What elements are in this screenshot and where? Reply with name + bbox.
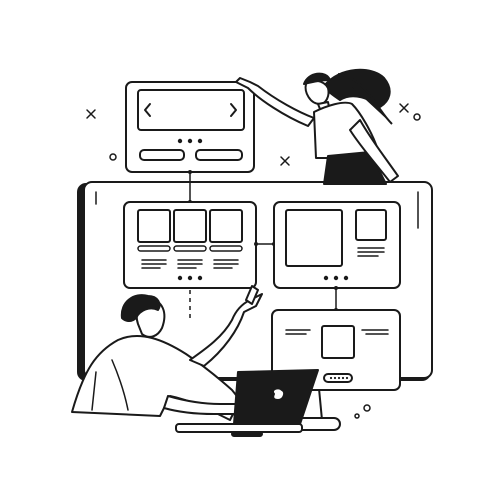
gallery-card bbox=[123, 201, 257, 289]
man-hair bbox=[120, 294, 161, 322]
man-figure bbox=[71, 285, 263, 421]
woman-figure bbox=[235, 68, 399, 185]
gallery-thumb-2 bbox=[173, 209, 207, 243]
gallery-caption-3 bbox=[209, 245, 243, 252]
profile-text-left bbox=[285, 329, 311, 335]
gallery-thumb-1 bbox=[137, 209, 171, 243]
slider-card bbox=[125, 81, 255, 173]
slider-image bbox=[137, 89, 245, 131]
man-raised-arm bbox=[189, 293, 263, 367]
man-shirt-fold-2 bbox=[91, 371, 97, 411]
profile-text-right bbox=[361, 329, 389, 335]
gallery-text-lines bbox=[141, 259, 239, 269]
laptop bbox=[175, 369, 319, 433]
content-thumb bbox=[355, 209, 387, 241]
dots-icon bbox=[177, 138, 203, 144]
woman-face bbox=[304, 79, 330, 105]
dots-icon bbox=[323, 275, 349, 281]
slider-button-left bbox=[139, 149, 185, 161]
apple-logo-icon bbox=[272, 387, 286, 401]
profile-image bbox=[321, 325, 355, 359]
decorations bbox=[86, 103, 421, 419]
circle-deco bbox=[354, 413, 360, 419]
circle-deco bbox=[413, 113, 421, 121]
woman-skirt bbox=[323, 151, 387, 185]
dots-icon bbox=[177, 275, 203, 281]
man-hand bbox=[245, 285, 259, 305]
woman-bangs bbox=[303, 72, 331, 85]
content-card bbox=[273, 201, 401, 289]
woman-back-arm bbox=[349, 119, 399, 183]
gallery-caption-1 bbox=[137, 245, 171, 252]
content-text-lines bbox=[357, 247, 385, 257]
sparkle-icon bbox=[86, 109, 96, 119]
chevron-right-icon bbox=[230, 103, 237, 117]
dots-icon bbox=[329, 376, 349, 380]
woman-arm bbox=[235, 77, 315, 127]
laptop-base bbox=[175, 423, 303, 433]
sparkle-icon bbox=[399, 103, 409, 113]
circle-deco bbox=[109, 153, 117, 161]
gallery-caption-2 bbox=[173, 245, 207, 252]
chevron-left-icon bbox=[144, 103, 151, 117]
sparkle-icon bbox=[280, 156, 290, 166]
circle-deco bbox=[363, 404, 371, 412]
woman-ponytail bbox=[337, 73, 393, 125]
gallery-thumb-3 bbox=[209, 209, 243, 243]
slider-button-right bbox=[195, 149, 243, 161]
content-image bbox=[285, 209, 343, 267]
man-shirt-fold bbox=[111, 359, 129, 411]
